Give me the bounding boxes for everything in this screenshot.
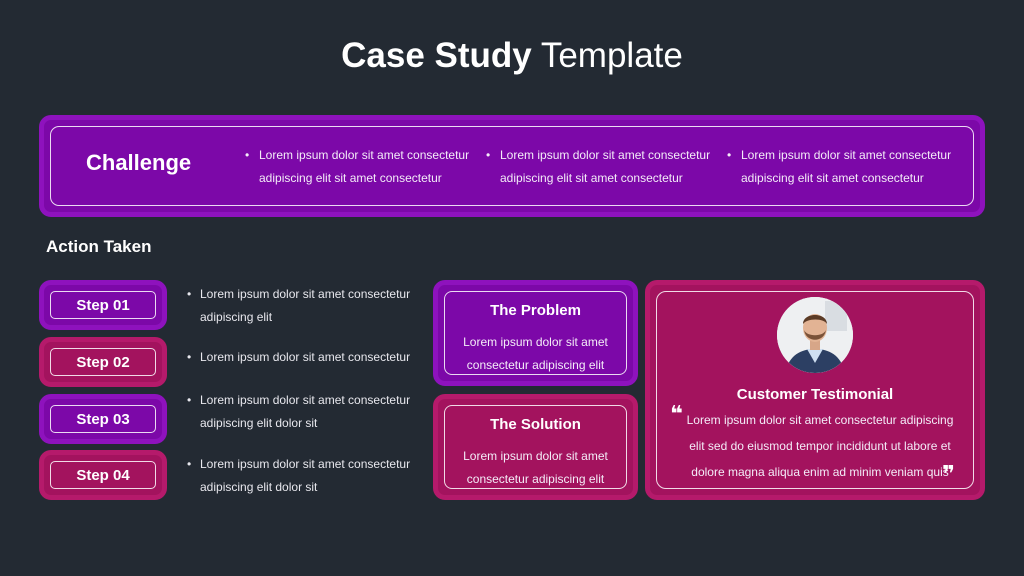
- step-label: Step 01: [76, 296, 130, 314]
- problem-text: Lorem ipsum dolor sit amet consectetur a…: [438, 331, 633, 377]
- step-label: Step 04: [76, 466, 130, 484]
- step-01-text: Lorem ipsum dolor sit amet consectetur a…: [187, 283, 410, 329]
- step-inner-border: [50, 291, 156, 319]
- solution-title: The Solution: [490, 416, 581, 433]
- testimonial-text: Lorem ipsum dolor sit amet consectetur a…: [680, 407, 960, 485]
- testimonial-line: Lorem ipsum dolor sit amet consectetur a…: [686, 413, 954, 427]
- step-03-text: Lorem ipsum dolor sit amet consectetur a…: [187, 389, 410, 435]
- bullet-line: adipiscing elit sit amet consectetur: [259, 171, 442, 185]
- bullet-line: Lorem ipsum dolor sit amet consectetur: [187, 453, 410, 476]
- step-02-box: Step 02: [39, 337, 167, 387]
- challenge-label: Challenge: [86, 150, 192, 175]
- problem-title: The Problem: [490, 302, 581, 319]
- testimonial-line: dolore magna aliqua enim ad minim veniam…: [691, 465, 949, 479]
- bullet-line: adipiscing elit sit amet consectetur: [500, 171, 683, 185]
- bullet-line: Lorem ipsum dolor sit amet consectetur: [486, 144, 710, 167]
- action-taken-heading: Action Taken: [46, 237, 152, 256]
- step-04-text: Lorem ipsum dolor sit amet consectetur a…: [187, 453, 410, 499]
- solution-text: Lorem ipsum dolor sit amet consectetur a…: [438, 445, 633, 491]
- step-03-box: Step 03: [39, 394, 167, 444]
- bullet-line: Lorem ipsum dolor sit amet consectetur: [187, 389, 410, 412]
- step-label: Step 02: [76, 353, 130, 371]
- title-light: Template: [540, 36, 683, 75]
- step-label: Step 03: [76, 410, 130, 428]
- problem-card: The Problem Lorem ipsum dolor sit amet c…: [433, 280, 638, 386]
- bullet-line: Lorem ipsum dolor sit amet consectetur: [727, 144, 951, 167]
- bullet-line: adipiscing elit dolor sit: [200, 480, 318, 494]
- challenge-bullet-3: Lorem ipsum dolor sit amet consectetur a…: [727, 144, 951, 190]
- testimonial-line: elit sed do eiusmod tempor incididunt ut…: [689, 439, 951, 453]
- challenge-panel: Challenge Lorem ipsum dolor sit amet con…: [39, 115, 985, 217]
- card-inner-border: [444, 405, 627, 489]
- bullet-line: adipiscing elit sit amet consectetur: [741, 171, 924, 185]
- open-quote-icon: ❝: [670, 401, 683, 426]
- problem-line: Lorem ipsum dolor sit amet: [463, 335, 608, 349]
- testimonial-title: Customer Testimonial: [736, 386, 894, 403]
- step-02-text: Lorem ipsum dolor sit amet consectetur: [187, 346, 410, 369]
- card-inner-border: [444, 291, 627, 375]
- bullet-line: Lorem ipsum dolor sit amet consectetur: [245, 144, 469, 167]
- testimonial-inner-border: [656, 291, 974, 489]
- close-quote-icon: ❞: [942, 461, 955, 486]
- solution-line: Lorem ipsum dolor sit amet: [463, 449, 608, 463]
- bullet-line: adipiscing elit: [200, 310, 273, 324]
- step-01-box: Step 01: [39, 280, 167, 330]
- step-inner-border: [50, 405, 156, 433]
- page-title: Case Study Template: [0, 34, 1024, 78]
- testimonial-card: Customer Testimonial ❝ Lorem ipsum dolor…: [645, 280, 985, 500]
- solution-line: consectetur adipiscing elit: [466, 472, 605, 486]
- challenge-bullet-2: Lorem ipsum dolor sit amet consectetur a…: [486, 144, 710, 190]
- person-photo-icon: [777, 297, 853, 373]
- solution-card: The Solution Lorem ipsum dolor sit amet …: [433, 394, 638, 500]
- step-inner-border: [50, 461, 156, 489]
- step-inner-border: [50, 348, 156, 376]
- challenge-inner-border: [50, 126, 974, 206]
- bullet-line: adipiscing elit dolor sit: [200, 416, 318, 430]
- problem-line: consectetur adipiscing elit: [466, 358, 605, 372]
- title-bold: Case Study: [341, 36, 532, 75]
- bullet-line: Lorem ipsum dolor sit amet consectetur: [187, 346, 410, 369]
- bullet-line: Lorem ipsum dolor sit amet consectetur: [187, 283, 410, 306]
- challenge-bullet-1: Lorem ipsum dolor sit amet consectetur a…: [245, 144, 469, 190]
- step-04-box: Step 04: [39, 450, 167, 500]
